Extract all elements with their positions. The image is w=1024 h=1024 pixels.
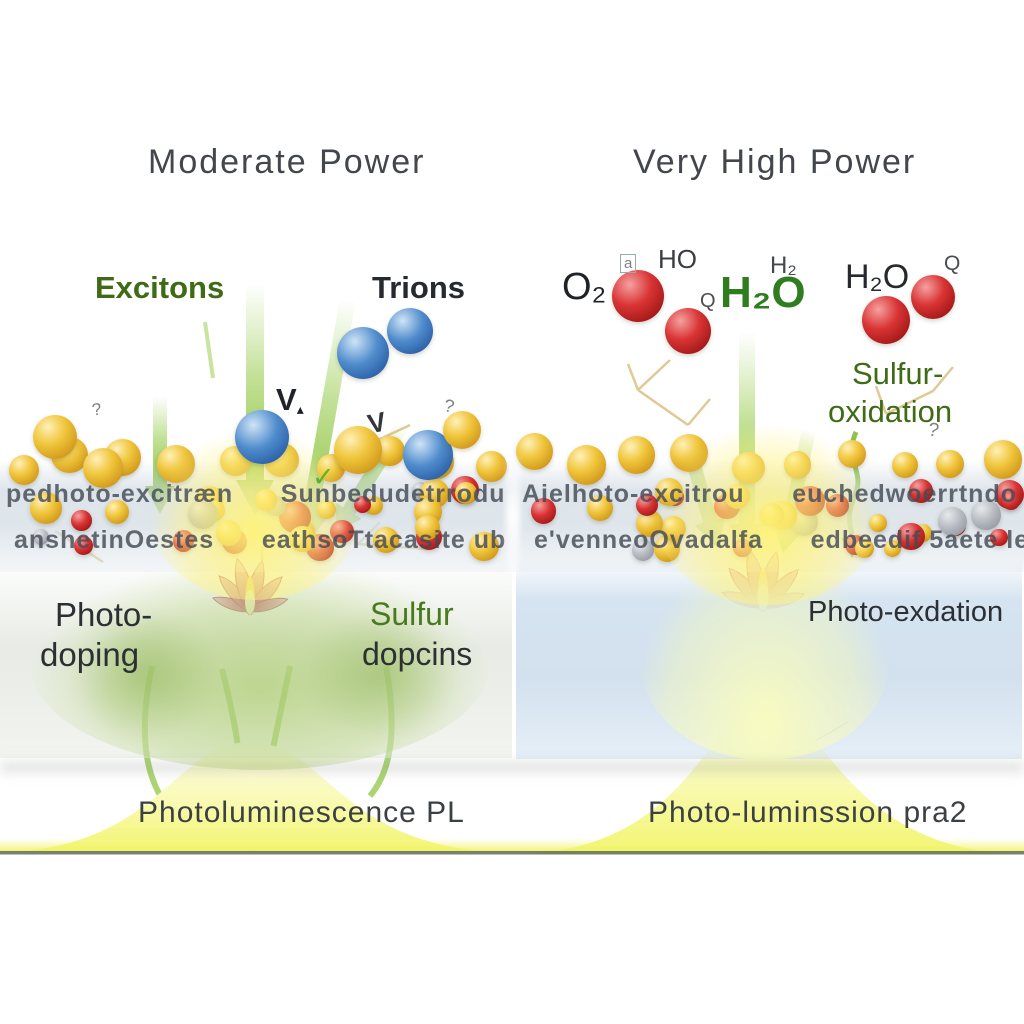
baseline-strip [0, 838, 1024, 852]
baseline-shadow [0, 762, 1024, 778]
ho-label: HO [658, 244, 697, 274]
green-glow-right-lobe [300, 610, 460, 740]
panel-divider [506, 455, 520, 575]
atom-sphere [883, 540, 901, 558]
pl-peak-left [5, 742, 500, 852]
atom-sphere [372, 527, 399, 554]
photo-excitation-label: Photo-exdation [808, 596, 1004, 628]
left-panel-title: Moderate Power [148, 143, 426, 181]
checkmark-icon: ✓ [312, 462, 335, 492]
atom-sphere [454, 482, 477, 505]
band-text-left-1: pedhoto-excitræn Sunbedudetrrodu [6, 480, 506, 508]
atom-sphere [971, 500, 1001, 530]
atom-sphere [897, 522, 925, 550]
atom-sphere [71, 510, 92, 531]
atom-sphere [635, 493, 658, 516]
left-caption: Photoluminescence PL [138, 796, 465, 829]
right-panel-title: Very High Power [633, 143, 917, 181]
o2-label: O₂ [562, 266, 607, 308]
atom-sphere [530, 498, 557, 524]
atom-sphere [983, 440, 1023, 480]
atom-sphere [891, 451, 919, 479]
band-text-left-2: anshetinOestes eathsoTtacasite ub [14, 526, 507, 554]
atom-sphere [908, 478, 933, 503]
atom-sphere [414, 514, 440, 540]
atom-sphere [566, 445, 607, 485]
right-caption: Photo-luminssion pra2 [648, 796, 968, 829]
pl-peak-right [520, 700, 1018, 854]
h2o-green-label: H₂O [720, 268, 806, 317]
a-tag-label: a [620, 254, 637, 273]
atom-sphere [104, 500, 129, 525]
q-label-1: Q [700, 290, 716, 312]
atom-sphere [476, 450, 508, 482]
atom-sphere [469, 531, 499, 562]
sulfur-atom [83, 448, 123, 488]
sulfur-atom [33, 415, 77, 459]
atom-sphere [1001, 491, 1020, 510]
atom-sphere [8, 454, 39, 485]
band-text-right-2: e'venneoOvadalfa edbeedif 5aete le [534, 526, 1024, 554]
h2-label: H₂ [770, 252, 797, 279]
q-label-2: Q [944, 252, 961, 275]
atom-sphere [617, 436, 656, 474]
photo-doping-line2: doping [40, 636, 140, 673]
atom-sphere [515, 433, 553, 471]
atom-sphere [586, 494, 614, 522]
sulfur-atom [443, 411, 481, 449]
exciton-sphere [235, 410, 289, 464]
oxygen-atom [665, 308, 711, 354]
band-text-right-1: Aielhoto-excitrou euchedwoerrtndo [522, 480, 1017, 508]
atom-sphere [989, 528, 1008, 547]
green-glow-left-lobe [70, 610, 220, 740]
green-streak [203, 321, 215, 379]
sulfur-dopings-line2: dopcins [362, 636, 473, 672]
flame-glow [655, 425, 880, 605]
photo-doping-line1: Photo- [55, 596, 153, 633]
oxygen-atom [862, 296, 910, 344]
oxygen-atom [612, 270, 664, 322]
vacancy-label: V▴ [276, 382, 304, 418]
vacancy-sub: ▴ [296, 401, 304, 417]
trions-label: Trions [372, 270, 466, 305]
h2o-black-label: H₂O [845, 258, 910, 296]
sulfur-oxidation-line2: oxidation [828, 394, 953, 429]
excitons-label: Excitons [95, 270, 225, 305]
atom-sphere [32, 528, 49, 545]
trion-sphere [387, 308, 433, 354]
atom-sphere [30, 492, 62, 524]
oxygen-atom [911, 275, 955, 319]
sulfur-dopings-line1: Sulfur [370, 596, 454, 632]
trion-sphere [337, 327, 389, 379]
atom-sphere [938, 506, 968, 536]
atom-sphere [632, 538, 655, 561]
sulfur-atom [334, 426, 382, 474]
sulfur-oxidation-line1: Sulfur- [852, 356, 944, 391]
baseline [0, 851, 1024, 855]
atom-sphere [74, 536, 93, 556]
atom-sphere [935, 450, 964, 478]
vacancy-v: V [276, 382, 297, 417]
